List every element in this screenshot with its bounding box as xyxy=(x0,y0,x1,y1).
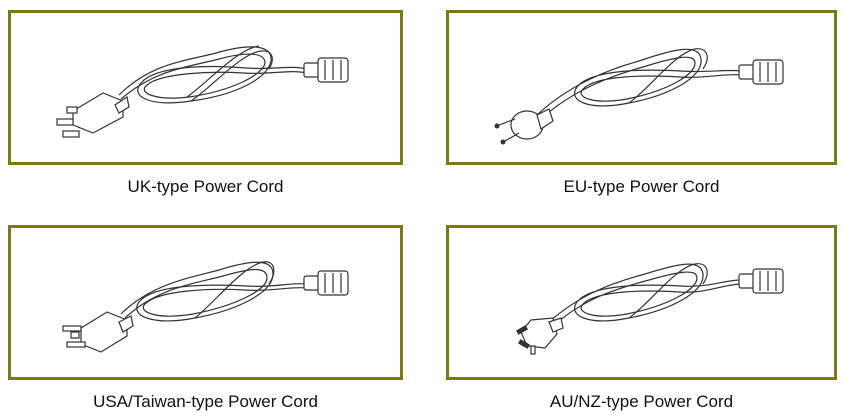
uk-power-cord-illustration xyxy=(56,45,349,138)
iec-connector xyxy=(738,268,784,294)
caption-au-nz: AU/NZ-type Power Cord xyxy=(549,392,734,411)
cord-loops xyxy=(546,263,742,329)
iec-connector xyxy=(303,57,349,83)
cord-loops xyxy=(536,48,742,120)
iec-connector xyxy=(303,270,349,296)
image-frame-au-nz xyxy=(446,225,837,380)
caption-usa-taiwan: USA/Taiwan-type Power Cord xyxy=(93,392,318,411)
image-frame-usa-taiwan xyxy=(8,225,403,380)
uk-plug xyxy=(56,92,130,138)
usa-plug xyxy=(62,311,134,353)
usa-taiwan-power-cord-illustration xyxy=(62,261,349,353)
image-frame-eu xyxy=(446,10,837,165)
image-frame-uk xyxy=(8,10,403,165)
caption-uk: UK-type Power Cord xyxy=(127,177,284,196)
au-nz-plug xyxy=(515,317,564,355)
au-nz-power-cord-illustration xyxy=(515,263,784,355)
iec-connector xyxy=(738,59,784,85)
cord-loops xyxy=(120,261,308,322)
eu-plug xyxy=(494,108,554,145)
eu-power-cord-illustration xyxy=(494,48,784,145)
cord-loops xyxy=(118,45,307,104)
caption-eu: EU-type Power Cord xyxy=(563,177,720,196)
